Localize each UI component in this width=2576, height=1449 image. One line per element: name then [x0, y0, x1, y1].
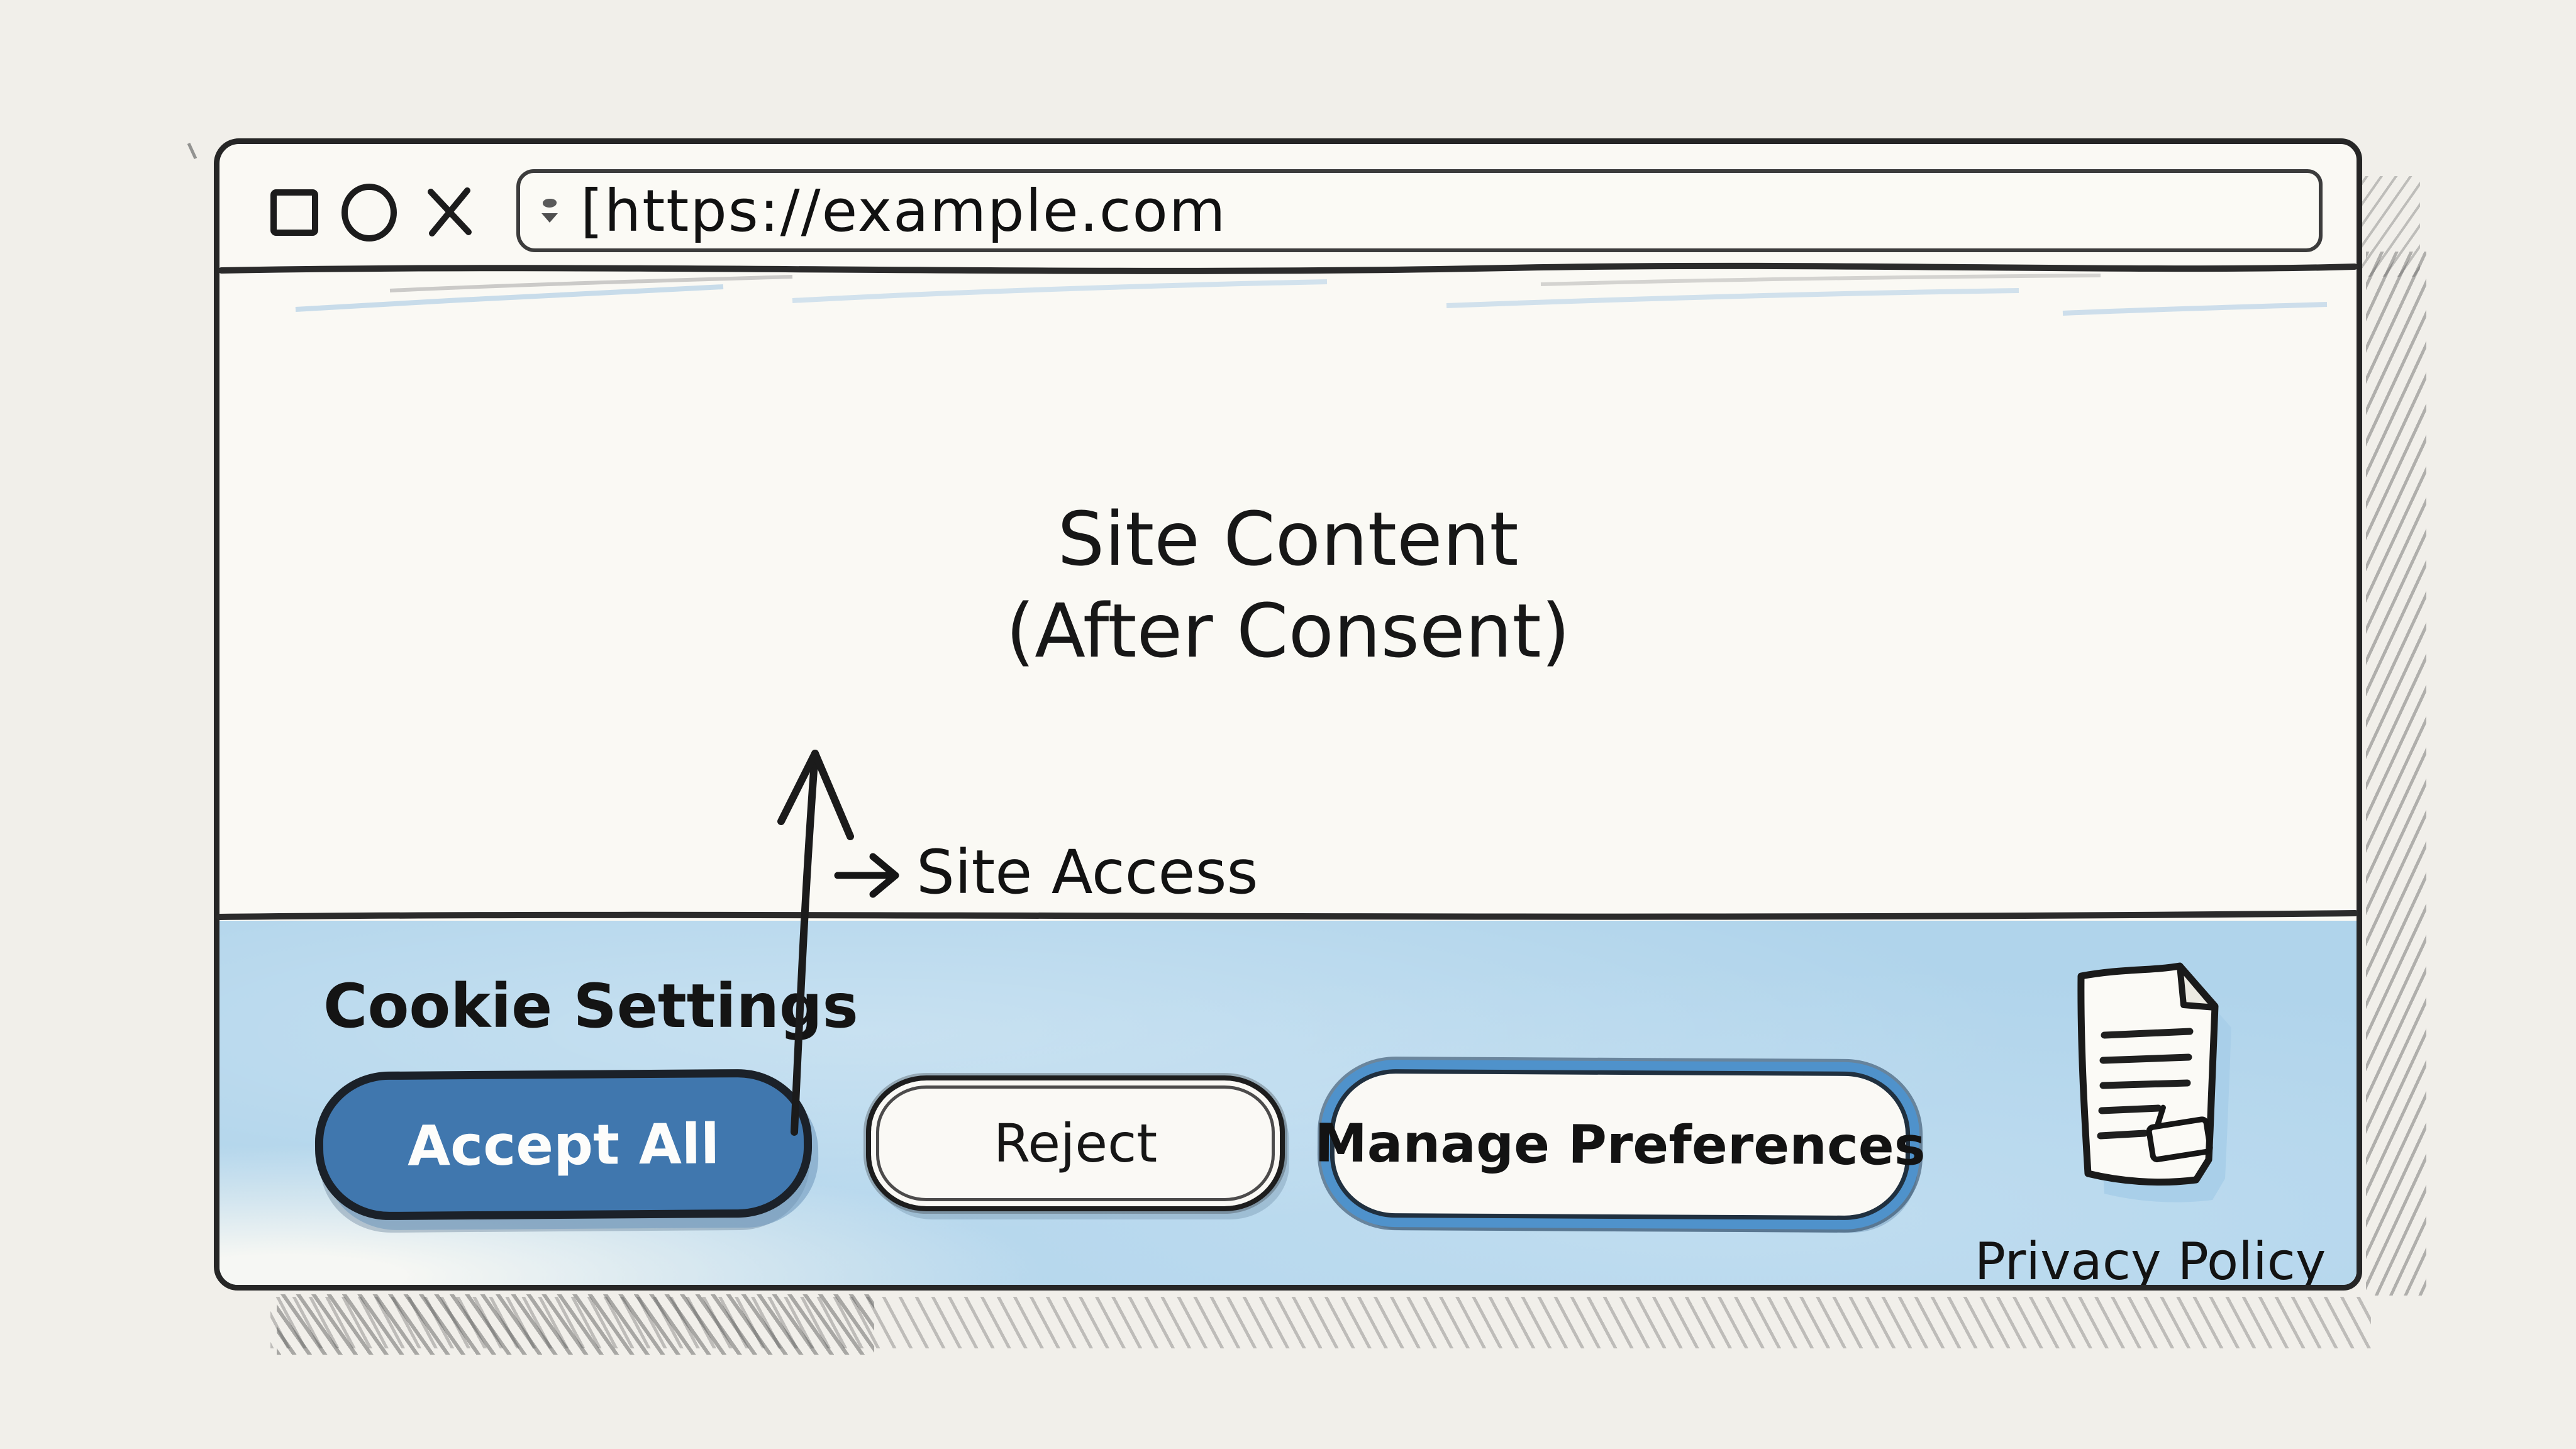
square-window-icon[interactable]: [270, 189, 319, 236]
accept-all-button[interactable]: Accept All: [314, 1069, 813, 1221]
site-access-label: Site Access: [916, 837, 1258, 908]
window-shadow-hatch-bottom-left: [277, 1294, 874, 1355]
url-drag-icon: [540, 199, 559, 223]
window-shadow-hatch-bottom: [270, 1297, 2371, 1348]
reject-button[interactable]: Reject: [866, 1075, 1285, 1211]
close-icon[interactable]: [426, 187, 474, 237]
site-content-placeholder: Site Content (After Consent): [219, 493, 2357, 677]
url-bar[interactable]: [https://example.com: [516, 169, 2323, 252]
titlebar: [https://example.com: [219, 144, 2357, 275]
cookie-banner: Cookie Settings Accept All Reject Manage…: [219, 921, 2357, 1285]
window-shadow-hatch-right: [2366, 252, 2426, 1296]
url-text[interactable]: [https://example.com: [580, 177, 1227, 245]
circle-window-icon[interactable]: [340, 184, 398, 242]
window-shadow-hatch-top-right: [2351, 176, 2420, 277]
privacy-policy-link[interactable]: Privacy Policy: [1974, 952, 2326, 1285]
manage-preferences-button[interactable]: Manage Preferences: [1314, 1069, 1926, 1221]
site-content-line1: Site Content: [1057, 496, 1519, 582]
browser-window: [https://example.com Site Content (After…: [214, 138, 2362, 1291]
site-content-line2: (After Consent): [1006, 587, 1570, 674]
document-icon: [2077, 962, 2231, 1202]
privacy-policy-label[interactable]: Privacy Policy: [1974, 1232, 2326, 1291]
cookie-banner-title: Cookie Settings: [323, 971, 858, 1041]
